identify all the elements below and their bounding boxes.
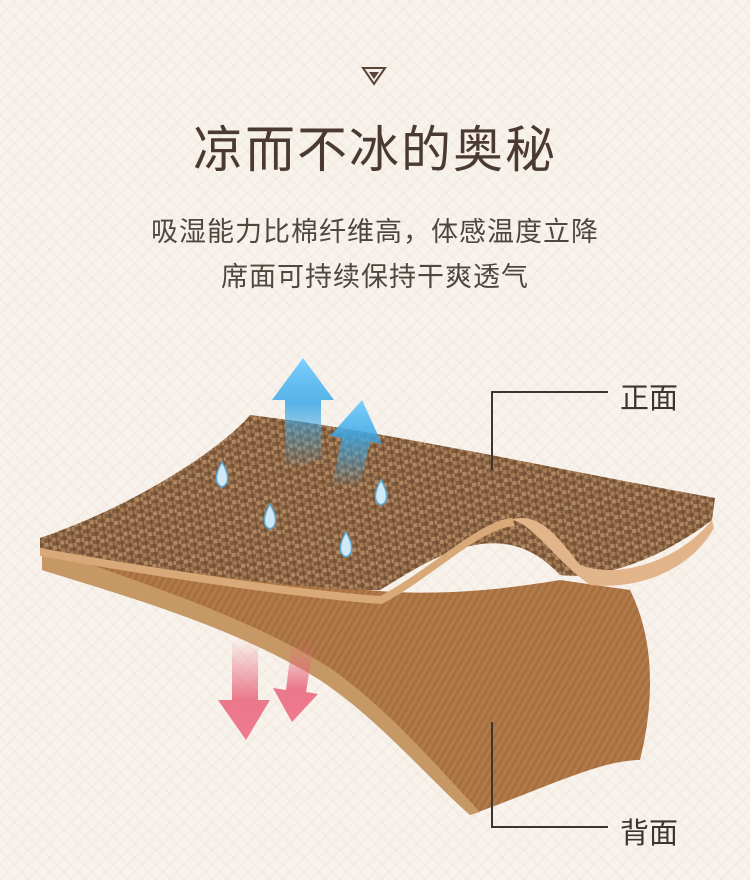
- front-label: 正面: [620, 381, 679, 415]
- back-callout-line: [491, 722, 608, 828]
- subtitle-line-2: 席面可持续保持干爽透气: [221, 262, 529, 293]
- chevron-down-icon: [361, 67, 387, 86]
- back-layer-edge: [42, 548, 480, 815]
- front-callout-line: [491, 391, 608, 470]
- subtitle-line-1: 吸湿能力比棉纤维高，体感温度立降: [151, 217, 599, 248]
- warm-air-arrows: [218, 640, 318, 740]
- back-label: 背面: [620, 816, 679, 850]
- water-drops: [215, 460, 388, 558]
- front-curl: [510, 518, 714, 586]
- cool-air-arrows: [272, 358, 382, 488]
- page-title: 凉而不冰的奥秘: [193, 121, 557, 179]
